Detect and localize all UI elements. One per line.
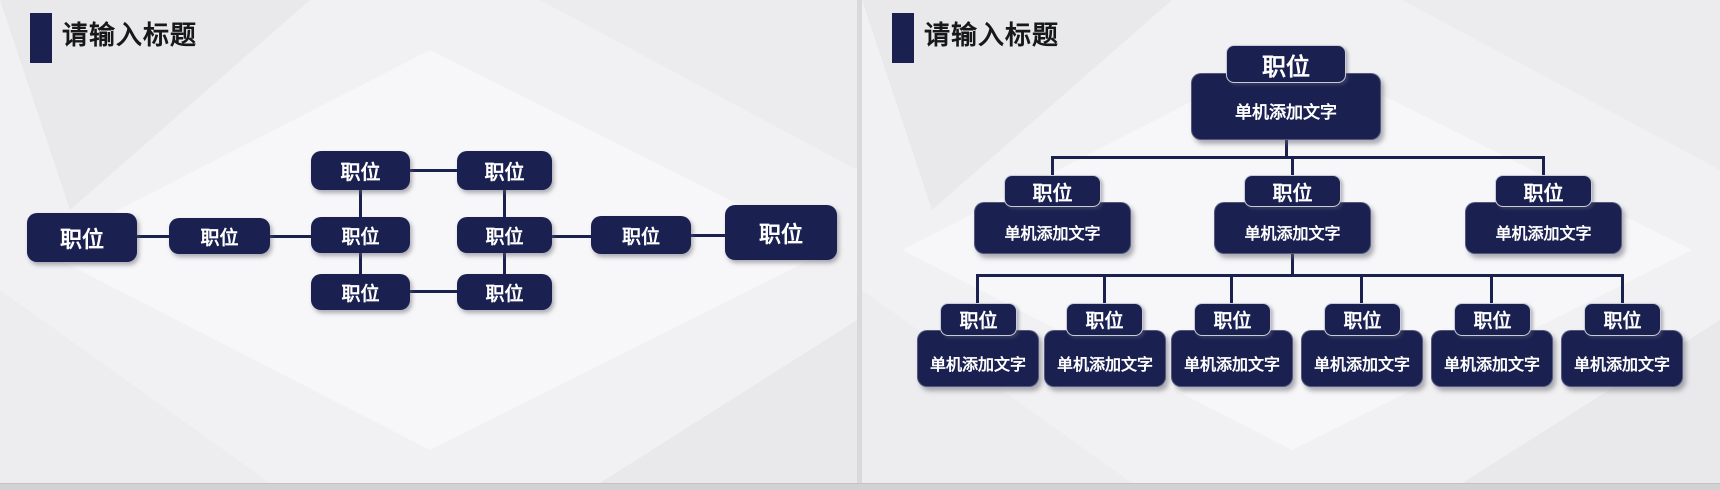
org-node-body[interactable]: 单机添加文字 xyxy=(1561,330,1683,387)
connector-line xyxy=(1285,138,1288,158)
org-node-tab[interactable]: 职位 xyxy=(1066,303,1143,336)
connector-line xyxy=(976,274,1624,277)
bottom-strip xyxy=(0,483,1720,490)
slide-left[interactable]: 请输入标题 职位 职位 职位 职位 职位 职位 职位 职位 职位 职位 xyxy=(0,0,857,483)
org-node-body[interactable]: 单机添加文字 xyxy=(1214,202,1371,254)
org-node-body[interactable]: 单机添加文字 xyxy=(1431,330,1553,387)
org-node-body[interactable]: 单机添加文字 xyxy=(1171,330,1293,387)
org-node-tab[interactable]: 职位 xyxy=(1226,45,1346,83)
title-accent-bar xyxy=(30,13,52,63)
org-node[interactable]: 职位 xyxy=(591,216,691,254)
org-node[interactable]: 职位 xyxy=(457,151,552,190)
connector-line xyxy=(137,235,169,238)
org-node-tab[interactable]: 职位 xyxy=(1004,175,1101,207)
connector-line xyxy=(691,234,725,237)
connector-line xyxy=(1291,252,1294,276)
org-node-tab[interactable]: 职位 xyxy=(940,303,1017,336)
connector-line xyxy=(359,190,362,218)
org-node[interactable]: 职位 xyxy=(27,213,137,262)
connector-line xyxy=(503,190,506,218)
org-node-tab[interactable]: 职位 xyxy=(1244,175,1341,207)
connector-line xyxy=(1360,274,1363,306)
connector-line xyxy=(503,253,506,275)
org-node-tab[interactable]: 职位 xyxy=(1324,303,1401,336)
org-node-tab[interactable]: 职位 xyxy=(1584,303,1661,336)
connector-line xyxy=(1103,274,1106,306)
org-node[interactable]: 职位 xyxy=(311,274,410,310)
org-node-tab[interactable]: 职位 xyxy=(1454,303,1531,336)
slide-title[interactable]: 请输入标题 xyxy=(62,21,198,51)
org-node-body[interactable]: 单机添加文字 xyxy=(974,202,1131,254)
org-node[interactable]: 职位 xyxy=(457,274,552,310)
org-node[interactable]: 职位 xyxy=(311,151,410,190)
org-node-body[interactable]: 单机添加文字 xyxy=(1465,202,1622,254)
connector-line xyxy=(410,290,457,293)
org-node[interactable]: 职位 xyxy=(725,205,837,260)
connector-line xyxy=(270,235,311,238)
org-node-tab[interactable]: 职位 xyxy=(1495,175,1592,207)
org-node[interactable]: 职位 xyxy=(169,218,270,254)
connector-line xyxy=(410,169,457,172)
title-accent-bar xyxy=(892,13,914,63)
connector-line xyxy=(976,274,979,306)
org-node-body[interactable]: 单机添加文字 xyxy=(917,330,1039,387)
connector-line xyxy=(552,235,591,238)
connector-line xyxy=(1230,274,1233,306)
org-node-body[interactable]: 单机添加文字 xyxy=(1301,330,1423,387)
org-node-body[interactable]: 单机添加文字 xyxy=(1191,73,1381,140)
connector-line xyxy=(1490,274,1493,306)
slide-right[interactable]: 请输入标题 单机添加文字 职位 单机添加文字 职位 单机添加文字 职位 单机添加… xyxy=(862,0,1720,483)
connector-line xyxy=(1051,156,1545,159)
connector-line xyxy=(359,253,362,275)
connector-line xyxy=(1621,274,1624,306)
slide-title[interactable]: 请输入标题 xyxy=(924,21,1060,51)
org-node[interactable]: 职位 xyxy=(457,217,552,253)
org-node-body[interactable]: 单机添加文字 xyxy=(1044,330,1166,387)
org-node-tab[interactable]: 职位 xyxy=(1194,303,1271,336)
org-node[interactable]: 职位 xyxy=(311,217,410,253)
